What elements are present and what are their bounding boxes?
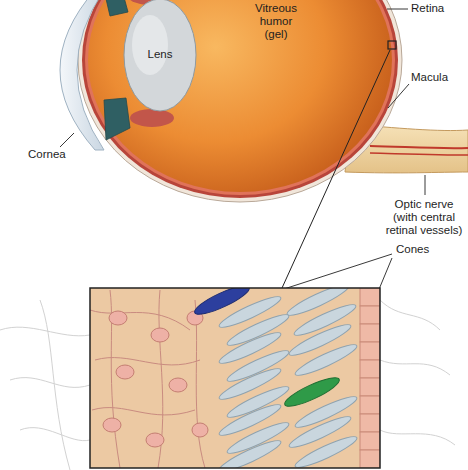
cell bbox=[360, 342, 380, 360]
fibre bbox=[90, 310, 190, 330]
choroid bbox=[82, 0, 398, 198]
cell bbox=[360, 432, 380, 450]
part-label: Retina bbox=[411, 2, 465, 15]
rod bbox=[293, 340, 360, 380]
zoom-line bbox=[282, 50, 390, 288]
cell bbox=[103, 418, 121, 432]
cell bbox=[146, 433, 164, 447]
blue-cone bbox=[192, 288, 252, 319]
cell bbox=[151, 328, 169, 342]
green-cone bbox=[282, 373, 342, 411]
cell bbox=[360, 450, 380, 468]
cell bbox=[116, 365, 134, 379]
inset-frame bbox=[90, 288, 380, 468]
cell bbox=[192, 423, 208, 437]
sketch-line bbox=[10, 378, 90, 388]
ciliary-body bbox=[130, 109, 174, 127]
retinal-vessel bbox=[370, 146, 468, 148]
sketch-line bbox=[40, 300, 70, 470]
leader-line bbox=[60, 133, 74, 147]
part-label: Optic nerve (with central retinal vessel… bbox=[382, 198, 466, 237]
leader-line bbox=[387, 9, 408, 10]
cell bbox=[360, 306, 380, 324]
part-label: Cornea bbox=[28, 148, 78, 161]
retina-cells bbox=[90, 288, 380, 468]
cell bbox=[360, 324, 380, 342]
iris bbox=[104, 98, 130, 140]
ganglion-cells bbox=[103, 311, 208, 447]
sketch-line bbox=[0, 327, 90, 336]
rod bbox=[293, 432, 360, 468]
vitreous-body bbox=[88, 0, 392, 192]
iris bbox=[104, 0, 128, 16]
cell bbox=[360, 396, 380, 414]
rod bbox=[217, 436, 284, 468]
leader-line bbox=[388, 84, 409, 108]
fibre bbox=[95, 358, 200, 365]
cell bbox=[360, 414, 380, 432]
cell bbox=[109, 311, 127, 325]
cell bbox=[360, 360, 380, 378]
cell bbox=[360, 288, 380, 306]
sclera bbox=[78, 0, 402, 202]
nerve-fibres bbox=[90, 290, 205, 468]
pigment-cells bbox=[360, 288, 380, 468]
sketch-line bbox=[380, 300, 440, 330]
fibre bbox=[92, 408, 195, 415]
sketch-line bbox=[380, 430, 455, 445]
part-label: Lens bbox=[130, 48, 190, 61]
part-label: Cones bbox=[396, 243, 456, 256]
part-label: Vitreous humor (gel) bbox=[250, 2, 302, 41]
sketch-line bbox=[20, 428, 90, 441]
part-label: Macula bbox=[411, 71, 465, 84]
retinal-vessel bbox=[370, 153, 468, 155]
lens-highlight bbox=[132, 15, 168, 75]
sketch-line bbox=[380, 360, 450, 375]
cornea-shape bbox=[60, 0, 104, 150]
detail-marker bbox=[388, 41, 396, 49]
retina-layer bbox=[85, 0, 395, 195]
lens-shape bbox=[124, 0, 196, 111]
cell bbox=[169, 378, 187, 392]
rods bbox=[217, 288, 360, 468]
cell bbox=[360, 378, 380, 396]
leader-line bbox=[425, 175, 426, 195]
